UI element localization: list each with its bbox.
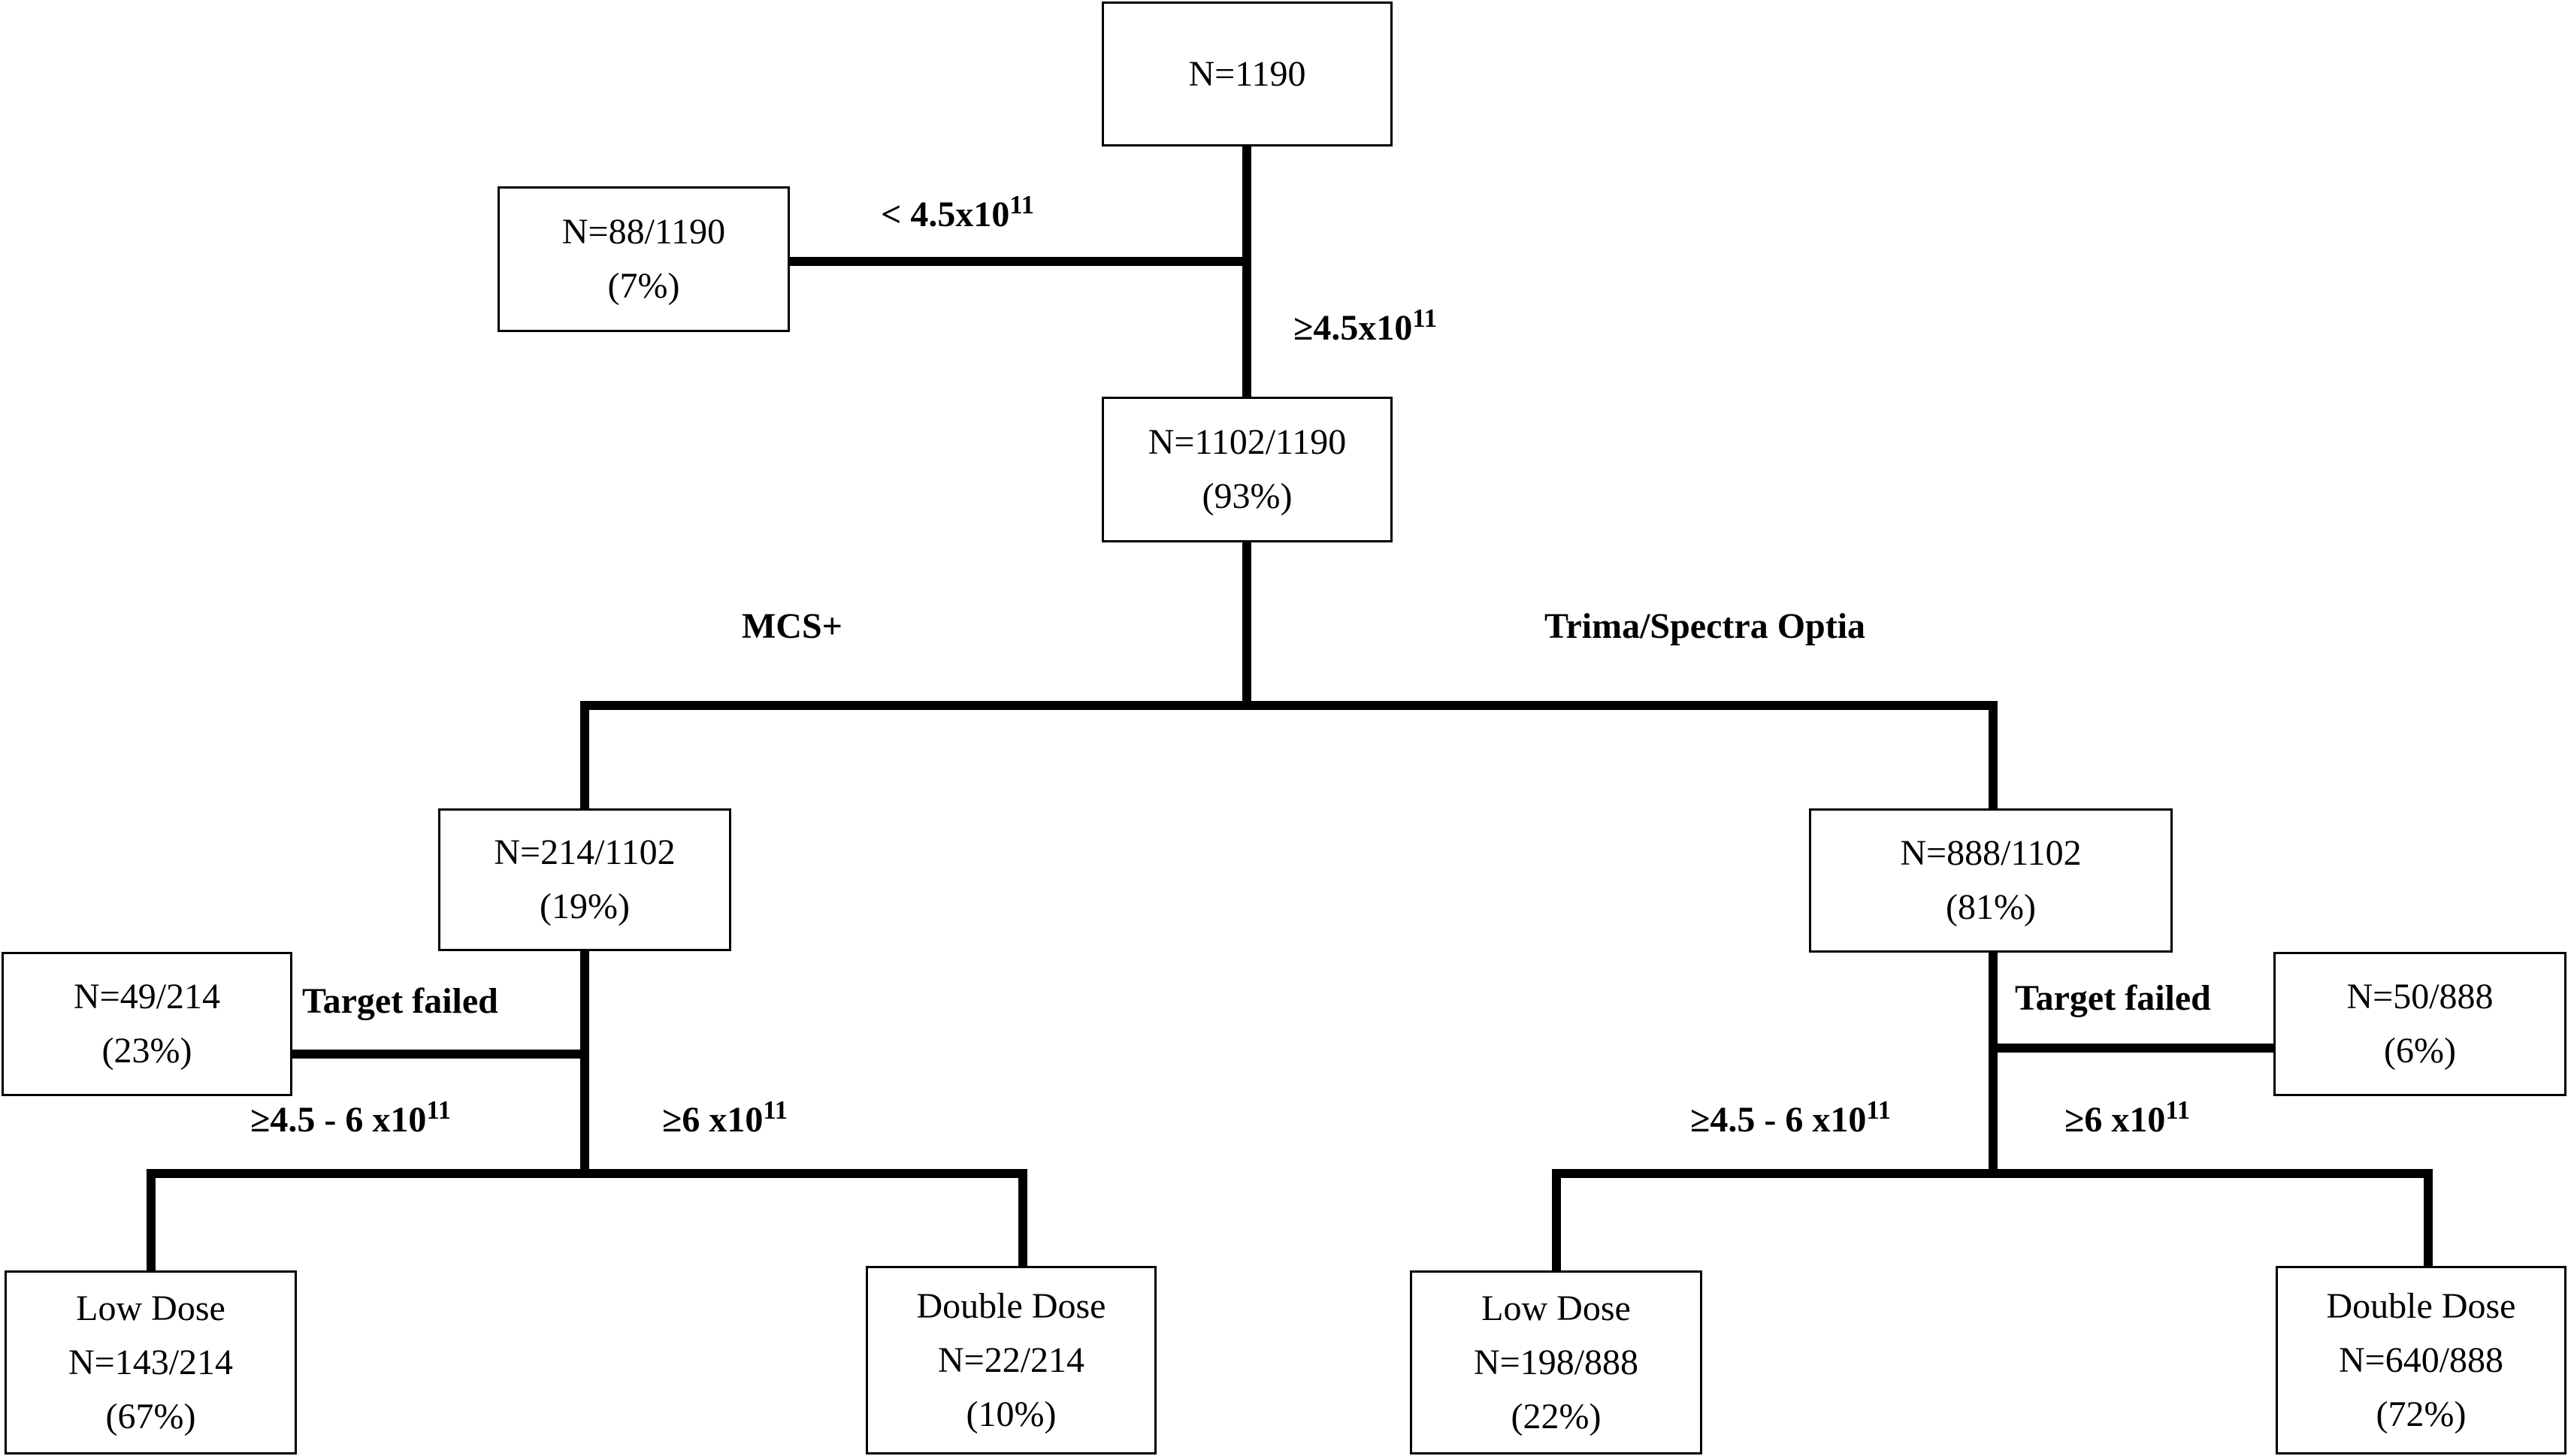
label-mcs-high: ≥6 x1011 bbox=[662, 1097, 788, 1140]
label-trima-range: ≥4.5 - 6 x1011 bbox=[1690, 1097, 1891, 1140]
node-mcs-failed-count: N=49/214 bbox=[73, 977, 221, 1016]
node-trima-double-dose-percent: (72%) bbox=[2376, 1394, 2467, 1434]
node-trima-failed-count: N=50/888 bbox=[2346, 977, 2494, 1016]
node-trima-double-dose: Double Dose N=640/888 (72%) bbox=[2276, 1266, 2566, 1454]
connector-device-split bbox=[580, 701, 1998, 710]
node-trima-count: N=888/1102 bbox=[1900, 833, 2082, 873]
label-trima-target-failed: Target failed bbox=[2015, 978, 2211, 1018]
node-trima-failed-percent: (6%) bbox=[2384, 1031, 2456, 1071]
node-trima-low-dose: Low Dose N=198/888 (22%) bbox=[1410, 1270, 1702, 1454]
label-below-threshold-exponent: 11 bbox=[1009, 190, 1034, 219]
label-trima-range-text: ≥4.5 - 6 x10 bbox=[1690, 1100, 1867, 1140]
node-eligible: N=1102/1190 (93%) bbox=[1102, 397, 1393, 542]
label-mcs-range: ≥4.5 - 6 x1011 bbox=[250, 1097, 451, 1140]
connector-to-mcs-low bbox=[147, 1169, 156, 1272]
connector-trima-down bbox=[1989, 953, 1998, 1177]
label-mcs-range-exponent: 11 bbox=[426, 1095, 451, 1125]
connector-to-trima-low bbox=[1552, 1169, 1561, 1272]
connector-mcs-down bbox=[580, 951, 589, 1177]
node-mcs-double-dose: Double Dose N=22/214 (10%) bbox=[866, 1266, 1157, 1454]
node-trima-failed: N=50/888 (6%) bbox=[2273, 952, 2566, 1096]
label-trima-range-exponent: 11 bbox=[1866, 1095, 1891, 1125]
label-trima: Trima/Spectra Optia bbox=[1544, 606, 1866, 646]
node-root: N=1190 bbox=[1102, 2, 1393, 147]
node-mcs: N=214/1102 (19%) bbox=[438, 808, 731, 951]
label-trima-high-exponent: 11 bbox=[2165, 1095, 2190, 1125]
label-above-threshold-exponent: 11 bbox=[1412, 304, 1437, 333]
node-mcs-failed-percent: (23%) bbox=[101, 1031, 192, 1071]
connector-mcs-dose-split bbox=[147, 1169, 1027, 1178]
connector-to-mcs bbox=[580, 701, 589, 808]
connector-trima-to-failed bbox=[1989, 1044, 2273, 1053]
node-excluded-percent: (7%) bbox=[607, 266, 680, 306]
connector-mcs-to-failed bbox=[291, 1050, 589, 1059]
node-trima: N=888/1102 (81%) bbox=[1809, 808, 2173, 953]
label-above-threshold: ≥4.5x1011 bbox=[1293, 305, 1437, 348]
node-mcs-low-dose-title: Low Dose bbox=[76, 1288, 225, 1328]
node-mcs-double-dose-percent: (10%) bbox=[966, 1394, 1057, 1434]
label-mcs-range-text: ≥4.5 - 6 x10 bbox=[250, 1100, 427, 1140]
label-below-threshold-text: < 4.5x10 bbox=[881, 195, 1010, 234]
node-mcs-failed: N=49/214 (23%) bbox=[2, 952, 292, 1096]
connector-to-excluded bbox=[790, 257, 1242, 266]
label-below-threshold: < 4.5x1011 bbox=[881, 192, 1034, 234]
connector-to-mcs-double bbox=[1018, 1169, 1027, 1267]
label-mcs-target-failed: Target failed bbox=[302, 981, 498, 1021]
node-excluded: N=88/1190 (7%) bbox=[498, 186, 790, 332]
node-root-count: N=1190 bbox=[1188, 53, 1306, 94]
label-above-threshold-text: ≥4.5x10 bbox=[1293, 308, 1413, 348]
node-mcs-double-dose-title: Double Dose bbox=[916, 1285, 1106, 1326]
node-mcs-double-dose-count: N=22/214 bbox=[937, 1340, 1085, 1380]
label-trima-high-text: ≥6 x10 bbox=[2064, 1100, 2166, 1140]
node-mcs-low-dose-count: N=143/214 bbox=[68, 1342, 234, 1382]
label-mcs-high-exponent: 11 bbox=[763, 1095, 788, 1125]
connector-to-trima-double bbox=[2424, 1169, 2433, 1267]
node-trima-low-dose-count: N=198/888 bbox=[1473, 1342, 1639, 1382]
node-mcs-low-dose: Low Dose N=143/214 (67%) bbox=[5, 1270, 297, 1454]
node-eligible-percent: (93%) bbox=[1202, 476, 1293, 516]
node-trima-double-dose-count: N=640/888 bbox=[2338, 1340, 2504, 1380]
node-trima-low-dose-title: Low Dose bbox=[1481, 1288, 1631, 1328]
connector-root-to-eligible bbox=[1242, 147, 1251, 397]
node-eligible-count: N=1102/1190 bbox=[1148, 422, 1347, 462]
node-excluded-count: N=88/1190 bbox=[561, 212, 726, 252]
node-trima-double-dose-title: Double Dose bbox=[2326, 1285, 2516, 1326]
node-mcs-percent: (19%) bbox=[540, 887, 630, 926]
label-trima-high: ≥6 x1011 bbox=[2064, 1097, 2190, 1140]
node-mcs-low-dose-percent: (67%) bbox=[105, 1396, 196, 1436]
label-mcs: MCS+ bbox=[742, 606, 843, 646]
label-mcs-high-text: ≥6 x10 bbox=[662, 1100, 764, 1140]
connector-trima-dose-split bbox=[1552, 1169, 2433, 1178]
node-trima-percent: (81%) bbox=[1946, 887, 2036, 927]
connector-to-trima bbox=[1989, 701, 1998, 808]
node-trima-low-dose-percent: (22%) bbox=[1511, 1396, 1602, 1436]
node-mcs-count: N=214/1102 bbox=[494, 832, 676, 872]
connector-eligible-down bbox=[1242, 542, 1251, 706]
